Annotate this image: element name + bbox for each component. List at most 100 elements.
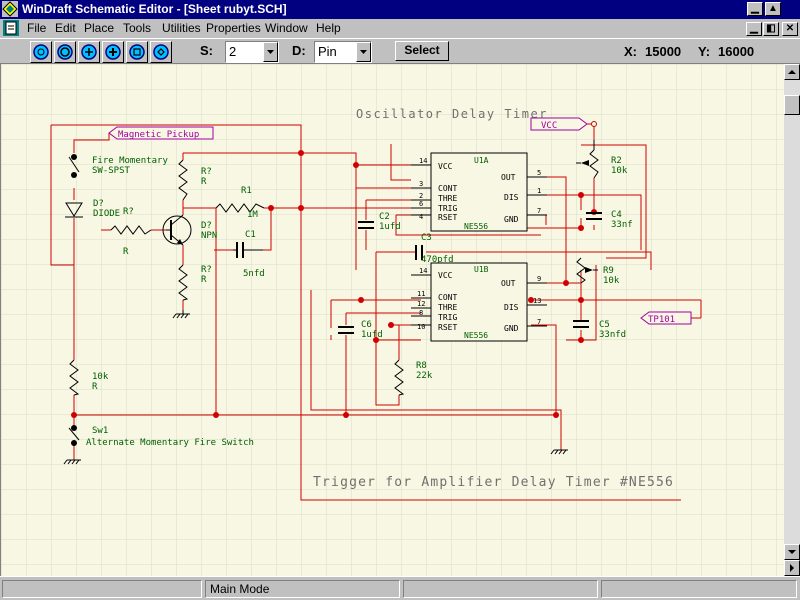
zoom-in-button[interactable] xyxy=(54,41,76,63)
r2-ref: R2 xyxy=(611,156,622,166)
r1-ref: R1 xyxy=(241,186,252,196)
maximize-icon: ▲ xyxy=(768,3,778,14)
menu-window[interactable]: Window xyxy=(265,21,308,35)
x-coord-value: 15000 xyxy=(645,44,682,59)
zoom-page-button[interactable] xyxy=(126,41,148,63)
emitter-resistor[interactable]: R? R xyxy=(178,264,212,301)
u1a-pin-rset: RSET xyxy=(438,213,457,222)
schematic-canvas[interactable]: Oscillator Delay Timer Trigger for Ampli… xyxy=(0,64,784,576)
menu-help[interactable]: Help xyxy=(316,21,341,35)
resistor-10k[interactable]: 10k R xyxy=(69,359,109,396)
maximize-button[interactable]: ▲ xyxy=(765,2,781,16)
menu-properties-label: Properties xyxy=(206,21,261,35)
mdi-close-button[interactable]: ✕ xyxy=(782,22,798,36)
minimize-icon: ▁ xyxy=(751,3,759,14)
menu-place-label: Place xyxy=(84,21,115,35)
capacitor-c6[interactable]: C6 1ufd xyxy=(338,320,383,340)
zoom-in-icon xyxy=(57,44,73,60)
base-resistor-value: R xyxy=(123,247,129,257)
menu-tools[interactable]: Tools xyxy=(123,21,151,35)
menu-place[interactable]: Place xyxy=(84,21,114,35)
zoom-previous-button[interactable] xyxy=(150,41,172,63)
c5-value: 33nfd xyxy=(599,330,626,340)
resistor-r1[interactable]: R1 1M xyxy=(215,186,265,220)
timer-u1a[interactable]: U1A NE556 VCC CONT THRE TRIG RSET OUT DI… xyxy=(411,152,547,232)
u1a-pin-thre: THRE xyxy=(438,194,457,203)
document-icon[interactable] xyxy=(3,20,19,36)
u1a-pin-vcc: VCC xyxy=(438,162,453,171)
scroll-up-button[interactable] xyxy=(784,64,800,80)
u1b-pin-rset: RSET xyxy=(438,323,457,332)
snap-dropdown-button[interactable] xyxy=(263,42,278,62)
potentiometer-r9[interactable]: R9 10k xyxy=(576,257,620,286)
select-button[interactable]: Select xyxy=(395,41,449,61)
npn-transistor[interactable]: D? NPN xyxy=(162,214,217,246)
schematic-drawing[interactable]: Oscillator Delay Timer Trigger for Ampli… xyxy=(1,64,784,576)
r9-ref: R9 xyxy=(603,266,614,276)
u1a-num-trig: 6 xyxy=(419,200,423,208)
c4-ref: C4 xyxy=(611,210,622,220)
c6-value: 1ufd xyxy=(361,330,383,340)
resistor-r7[interactable]: R? R xyxy=(178,159,212,201)
fire-switch-name: Fire Momentary xyxy=(92,156,168,166)
fire-momentary-switch[interactable]: Fire Momentary SW-SPST xyxy=(68,154,168,178)
app-diamond-icon[interactable] xyxy=(2,1,18,17)
snap-select[interactable]: 2 xyxy=(225,41,279,63)
base-resistor[interactable]: R? R xyxy=(110,207,152,257)
display-select[interactable]: Pin xyxy=(314,41,372,63)
resistor-r8[interactable]: R8 22k xyxy=(394,359,433,396)
u1a-num-cont: 3 xyxy=(419,180,423,188)
c4-value: 33nf xyxy=(611,220,633,230)
vertical-scrollbar[interactable] xyxy=(784,64,800,576)
menu-window-label: Window xyxy=(265,21,308,35)
tp101-label: TP101 xyxy=(648,315,675,325)
zoom-out-button[interactable] xyxy=(30,41,52,63)
u1b-part: NE556 xyxy=(464,331,488,340)
scroll-down-button[interactable] xyxy=(784,544,800,560)
potentiometer-r2[interactable]: R2 10k xyxy=(576,140,628,179)
vcc-label: VCC xyxy=(541,121,557,131)
display-dropdown-button[interactable] xyxy=(356,42,371,62)
status-bar: Main Mode xyxy=(0,576,800,600)
capacitor-c1[interactable]: C1 5nfd xyxy=(233,230,265,279)
u1b-num-vcc: 14 xyxy=(419,267,427,275)
menu-utilities-label: Utilities xyxy=(162,21,201,35)
scroll-down-button-2[interactable] xyxy=(784,560,800,576)
menu-file[interactable]: File xyxy=(27,21,46,35)
diode[interactable]: D? DIODE xyxy=(65,199,120,219)
u1b-num-out: 9 xyxy=(537,275,541,283)
u1b-num-cont: 11 xyxy=(417,290,425,298)
mdi-restore-icon: ◧ xyxy=(766,23,776,34)
sw1-ref: Sw1 xyxy=(92,426,108,436)
mdi-minimize-icon: ▁ xyxy=(750,23,758,34)
zoom-fit-icon xyxy=(81,44,97,60)
y-coord-value: 16000 xyxy=(718,44,755,59)
r8-value: 22k xyxy=(416,371,433,381)
minimize-button[interactable]: ▁ xyxy=(747,2,763,16)
vcc-port[interactable]: VCC xyxy=(530,117,597,131)
tp101-port[interactable]: TP101 xyxy=(640,311,692,325)
mdi-restore-button[interactable]: ◧ xyxy=(763,22,779,36)
u1a-num-rset: 4 xyxy=(419,213,423,221)
capacitor-c2[interactable]: C2 1ufd xyxy=(358,212,401,232)
magnetic-pickup-port[interactable]: Magnetic Pickup xyxy=(108,126,214,140)
zoom-region-button[interactable] xyxy=(102,41,124,63)
capacitor-c4[interactable]: C4 33nf xyxy=(586,210,633,230)
u1b-pin-gnd: GND xyxy=(504,324,519,333)
zoom-fit-button[interactable] xyxy=(78,41,100,63)
alternate-fire-switch[interactable]: Sw1 Alternate Momentary Fire Switch xyxy=(68,425,254,448)
timer-u1b[interactable]: U1B NE556 VCC CONT THRE TRIG RSET OUT DI… xyxy=(411,262,547,342)
capacitor-c5[interactable]: C5 33nfd xyxy=(573,320,626,340)
toolbar: S: 2 D: Pin Select X: 15000 Y: 16000 xyxy=(0,38,800,64)
menu-utilities[interactable]: Utilities xyxy=(162,21,201,35)
emitter-resistor-ref: R? xyxy=(201,265,212,275)
menu-properties[interactable]: Properties xyxy=(206,21,261,35)
menu-edit[interactable]: Edit xyxy=(55,21,76,35)
vertical-scroll-thumb[interactable] xyxy=(784,95,800,115)
capacitor-c3[interactable]: C3 470pfd xyxy=(415,233,454,265)
snap-label: S: xyxy=(200,43,213,58)
ground-icon xyxy=(550,449,568,455)
mdi-minimize-button[interactable]: ▁ xyxy=(746,22,762,36)
junctions xyxy=(71,150,597,418)
diode-ref: D? xyxy=(93,199,104,209)
